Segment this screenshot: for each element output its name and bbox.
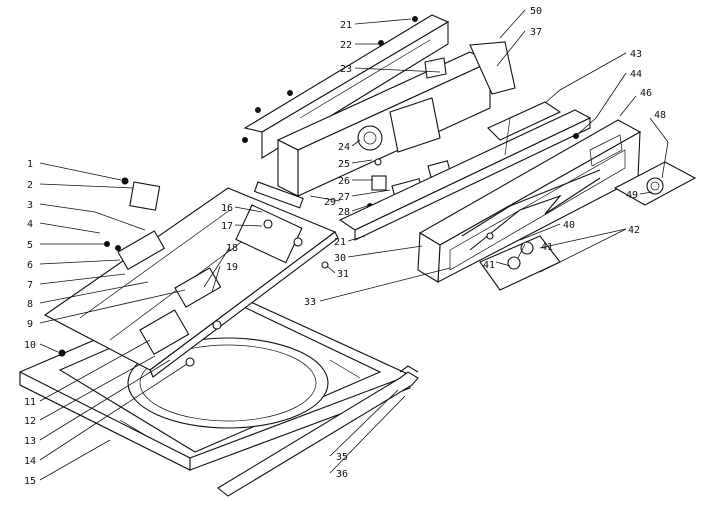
screw-icon — [121, 177, 129, 185]
bracket-icon — [129, 181, 161, 211]
callout-27: 27 — [338, 192, 350, 203]
callout-31: 31 — [337, 269, 349, 280]
callout-33: 33 — [304, 297, 316, 308]
leader-lines — [39, 9, 669, 481]
callout-18: 18 — [226, 243, 238, 254]
console-bracket — [338, 101, 592, 241]
front-trim — [217, 365, 419, 497]
callout-4: 4 — [27, 219, 33, 230]
callout-10: 10 — [24, 340, 36, 351]
callout-labels: 1 2 3 4 5 6 7 8 9 10 11 12 13 14 15 16 1… — [24, 6, 666, 487]
callout-26: 26 — [338, 176, 350, 187]
callout-5: 5 — [27, 240, 33, 251]
lid-opening — [127, 337, 329, 429]
callout-15: 15 — [24, 476, 36, 487]
callout-1: 1 — [27, 159, 33, 170]
panel-graphic — [469, 177, 601, 251]
callout-9: 9 — [27, 319, 33, 330]
callout-28: 28 — [338, 207, 350, 218]
callout-49: 49 — [626, 190, 638, 201]
callout-21-mid: 21 — [334, 237, 346, 248]
callout-12: 12 — [24, 416, 36, 427]
callout-29: 29 — [324, 197, 336, 208]
callout-6: 6 — [27, 260, 33, 271]
callout-23: 23 — [340, 64, 352, 75]
callout-3: 3 — [27, 200, 33, 211]
callout-30: 30 — [334, 253, 346, 264]
callout-17: 17 — [221, 221, 233, 232]
knob-icon — [507, 256, 521, 270]
callout-21-top: 21 — [340, 20, 352, 31]
callout-19: 19 — [226, 262, 238, 273]
callout-36: 36 — [336, 469, 348, 480]
callout-37: 37 — [530, 27, 542, 38]
callout-41-right: 41 — [541, 242, 553, 253]
callout-50: 50 — [530, 6, 542, 17]
mounting-plate — [43, 181, 339, 378]
callout-16: 16 — [221, 203, 233, 214]
callout-46: 46 — [640, 88, 652, 99]
callout-40: 40 — [563, 220, 575, 231]
knob-parts — [479, 161, 697, 291]
callout-11: 11 — [24, 397, 36, 408]
callout-24: 24 — [338, 142, 350, 153]
knob-icon — [520, 241, 534, 255]
callout-42: 42 — [628, 225, 640, 236]
callout-25: 25 — [338, 159, 350, 170]
callout-41-left: 41 — [483, 260, 495, 271]
backguard-cover — [242, 14, 450, 159]
callout-22: 22 — [340, 40, 352, 51]
callout-43: 43 — [630, 49, 642, 60]
callout-13: 13 — [24, 436, 36, 447]
small-parts-left — [58, 177, 329, 367]
callout-48: 48 — [654, 110, 666, 121]
control-panel — [417, 119, 642, 283]
callout-7: 7 — [27, 280, 33, 291]
callout-35: 35 — [336, 452, 348, 463]
callout-44: 44 — [630, 69, 642, 80]
selector-knob-icon — [646, 177, 664, 195]
callout-8: 8 — [27, 299, 33, 310]
callout-14: 14 — [24, 456, 36, 467]
callout-2: 2 — [27, 180, 33, 191]
